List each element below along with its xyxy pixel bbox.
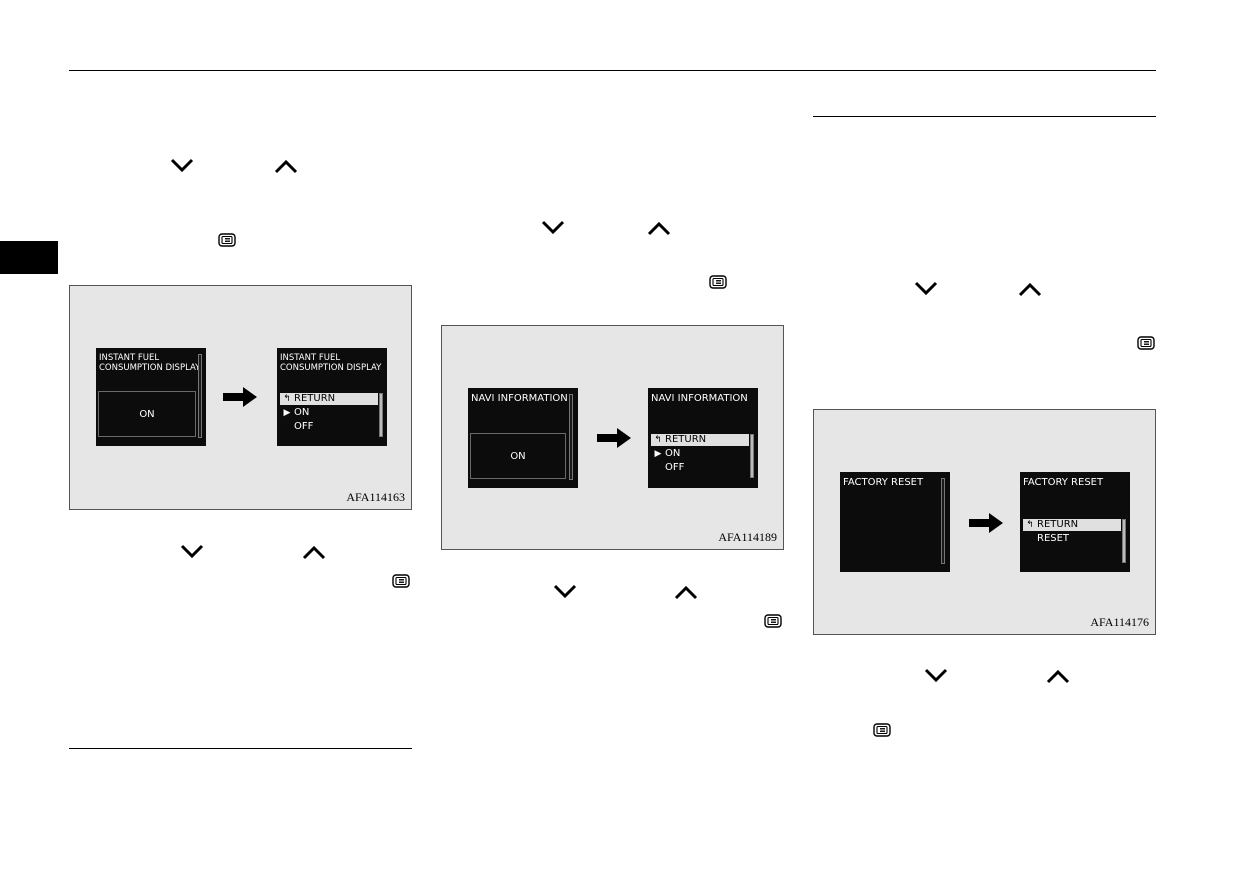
- right-arrow-icon: [969, 513, 1003, 533]
- menu-button-icon: [392, 574, 410, 588]
- menu-item-off: OFF: [280, 421, 313, 433]
- menu-item-return: ↰RETURN: [651, 434, 749, 446]
- menu-item-on: ▶ON: [651, 448, 681, 460]
- menu-item-return: ↰RETURN: [280, 393, 378, 405]
- return-icon: ↰: [1026, 520, 1034, 530]
- display-screen-after: NAVI INFORMATION ↰RETURN ▶ON OFF: [648, 388, 758, 488]
- section-tab: [0, 241, 58, 274]
- menu-button-icon: [218, 233, 236, 247]
- menu-item-return: ↰RETURN: [1023, 519, 1121, 531]
- chevron-up-icon: [1016, 280, 1044, 298]
- figure-code: AFA114163: [346, 490, 405, 504]
- figure-instant-fuel: INSTANT FUEL CONSUMPTION DISPLAY ON INST…: [69, 285, 412, 510]
- return-icon: ↰: [654, 435, 662, 445]
- display-screen-before: FACTORY RESET: [840, 472, 950, 572]
- screen-title: FACTORY RESET: [1023, 477, 1104, 488]
- chevron-up-icon: [1044, 667, 1072, 685]
- chevron-down-icon: [922, 667, 950, 685]
- scrollbar: [198, 354, 202, 438]
- menu-item-off: OFF: [651, 462, 684, 474]
- chevron-up-icon: [645, 219, 673, 237]
- menu-item-label: RESET: [1037, 533, 1070, 544]
- screen-title: INSTANT FUEL CONSUMPTION DISPLAY: [280, 353, 382, 373]
- chevron-down-icon: [912, 280, 940, 298]
- menu-item-on: ▶ON: [280, 407, 310, 419]
- menu-item-label: RETURN: [665, 434, 707, 445]
- screen-title: INSTANT FUEL CONSUMPTION DISPLAY: [99, 353, 201, 373]
- figure-code: AFA114176: [1090, 615, 1149, 629]
- screen-title: NAVI INFORMATION: [651, 393, 748, 404]
- scrollbar: [1122, 519, 1126, 563]
- screen-title: FACTORY RESET: [843, 477, 924, 488]
- menu-button-icon: [709, 275, 727, 289]
- figure-navi-information: NAVI INFORMATION ON NAVI INFORMATION ↰RE…: [441, 325, 784, 550]
- menu-item-label: ON: [294, 407, 310, 418]
- display-screen-after: FACTORY RESET ↰RETURN RESET: [1020, 472, 1130, 572]
- menu-button-icon: [1137, 336, 1155, 350]
- menu-item-label: RETURN: [294, 393, 336, 404]
- display-screen-after: INSTANT FUEL CONSUMPTION DISPLAY ↰RETURN…: [277, 348, 387, 446]
- display-screen-before: INSTANT FUEL CONSUMPTION DISPLAY ON: [96, 348, 206, 446]
- scrollbar: [750, 434, 754, 478]
- chevron-up-icon: [272, 157, 300, 175]
- menu-item-label: OFF: [665, 462, 685, 473]
- selected-marker-icon: ▶: [654, 449, 662, 459]
- right-arrow-icon: [597, 428, 631, 448]
- scrollbar: [941, 478, 945, 564]
- figure-code: AFA114189: [718, 530, 777, 544]
- screen-value: ON: [470, 433, 566, 479]
- menu-item-label: OFF: [294, 421, 314, 432]
- display-screen-before: NAVI INFORMATION ON: [468, 388, 578, 488]
- section-rule: [813, 116, 1156, 117]
- section-rule: [69, 748, 412, 749]
- screen-title: NAVI INFORMATION: [471, 393, 568, 404]
- chevron-down-icon: [178, 543, 206, 561]
- chevron-down-icon: [539, 219, 567, 237]
- menu-item-reset: RESET: [1023, 533, 1069, 545]
- right-arrow-icon: [223, 387, 257, 407]
- chevron-up-icon: [300, 543, 328, 561]
- header-rule: [69, 70, 1156, 71]
- chevron-down-icon: [168, 157, 196, 175]
- figure-factory-reset: FACTORY RESET FACTORY RESET ↰RETURN RESE…: [813, 409, 1156, 635]
- menu-item-label: ON: [665, 448, 681, 459]
- selected-marker-icon: ▶: [283, 408, 291, 418]
- menu-item-label: RETURN: [1037, 519, 1079, 530]
- menu-button-icon: [873, 723, 891, 737]
- menu-button-icon: [764, 614, 782, 628]
- scrollbar: [569, 394, 573, 480]
- chevron-down-icon: [551, 583, 579, 601]
- scrollbar: [379, 393, 383, 437]
- chevron-up-icon: [672, 583, 700, 601]
- return-icon: ↰: [283, 394, 291, 404]
- screen-value: ON: [98, 391, 196, 437]
